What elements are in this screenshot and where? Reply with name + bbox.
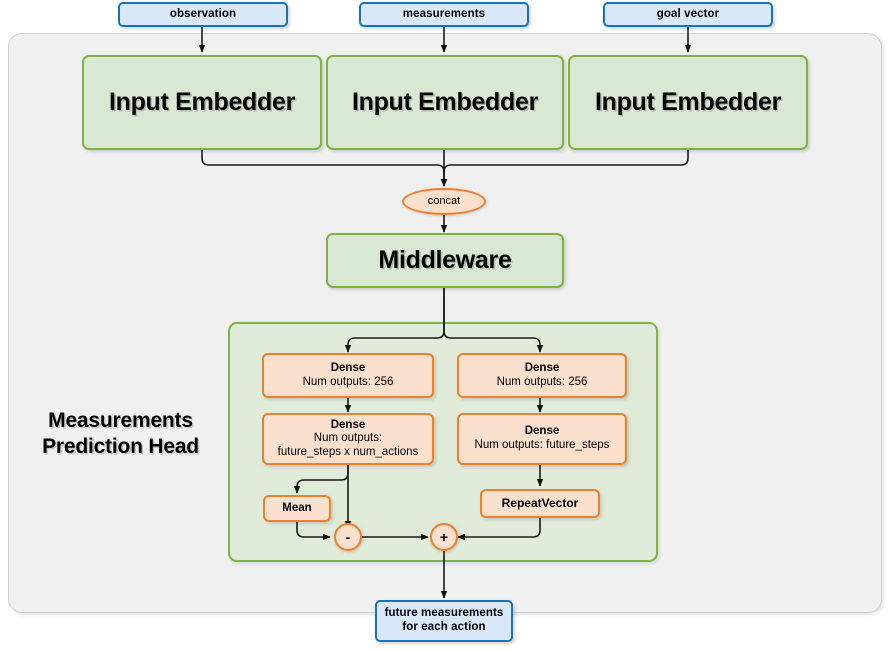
left-dense-1-title: Dense bbox=[330, 361, 366, 374]
repeat-vector-node[interactable]: RepeatVector bbox=[480, 489, 600, 518]
add-operator[interactable]: + bbox=[430, 523, 458, 551]
middleware-block[interactable]: Middleware bbox=[326, 233, 564, 288]
input-label-goal-vector: goal vector bbox=[656, 7, 720, 20]
middleware-label: Middleware bbox=[378, 245, 512, 274]
input-embedder-observation[interactable]: Input Embedder bbox=[82, 55, 322, 150]
right-dense-1[interactable]: Dense Num outputs: 256 bbox=[457, 353, 627, 398]
left-dense-1[interactable]: Dense Num outputs: 256 bbox=[262, 353, 434, 398]
input-embedder-measurements[interactable]: Input Embedder bbox=[326, 55, 564, 150]
measurements-prediction-head-title: Measurements Prediction Head bbox=[18, 408, 223, 461]
input-embedder-label: Input Embedder bbox=[108, 87, 296, 116]
head-title-line1: Measurements bbox=[48, 409, 193, 432]
input-label-observation: observation bbox=[169, 7, 237, 20]
output-box-future-measurements[interactable]: future measurements for each action bbox=[375, 600, 513, 642]
mean-label: Mean bbox=[282, 501, 312, 514]
left-dense-2-outputs-line2: future_steps x num_actions bbox=[277, 445, 419, 458]
output-label-line2: for each action bbox=[402, 621, 486, 633]
right-dense-1-outputs: Num outputs: 256 bbox=[496, 375, 588, 388]
right-dense-2[interactable]: Dense Num outputs: future_steps bbox=[457, 413, 627, 465]
concat-label: concat bbox=[427, 195, 461, 208]
output-label-line1: future measurements bbox=[384, 607, 504, 620]
left-dense-1-outputs: Num outputs: 256 bbox=[302, 375, 394, 388]
input-label-measurements: measurements bbox=[402, 7, 486, 20]
left-dense-2-outputs-line1: Num outputs: bbox=[313, 432, 383, 445]
concat-node[interactable]: concat bbox=[402, 188, 486, 215]
subtract-operator-label: - bbox=[345, 528, 351, 545]
right-dense-1-title: Dense bbox=[524, 361, 560, 374]
right-dense-2-title: Dense bbox=[524, 425, 560, 438]
left-dense-2[interactable]: Dense Num outputs: future_steps x num_ac… bbox=[262, 413, 434, 465]
input-box-goal-vector[interactable]: goal vector bbox=[603, 2, 773, 27]
right-dense-2-outputs: Num outputs: future_steps bbox=[474, 439, 610, 451]
mean-node[interactable]: Mean bbox=[263, 495, 331, 522]
input-embedder-goal-vector[interactable]: Input Embedder bbox=[568, 55, 808, 150]
input-embedder-label: Input Embedder bbox=[351, 87, 539, 116]
input-box-observation[interactable]: observation bbox=[118, 2, 288, 27]
subtract-operator[interactable]: - bbox=[334, 523, 362, 551]
add-operator-label: + bbox=[439, 528, 449, 545]
repeat-vector-label: RepeatVector bbox=[501, 496, 579, 511]
input-box-measurements[interactable]: measurements bbox=[359, 2, 529, 27]
input-embedder-label: Input Embedder bbox=[594, 87, 782, 116]
left-dense-2-title: Dense bbox=[330, 418, 366, 431]
head-title-line2: Prediction Head bbox=[42, 435, 199, 459]
